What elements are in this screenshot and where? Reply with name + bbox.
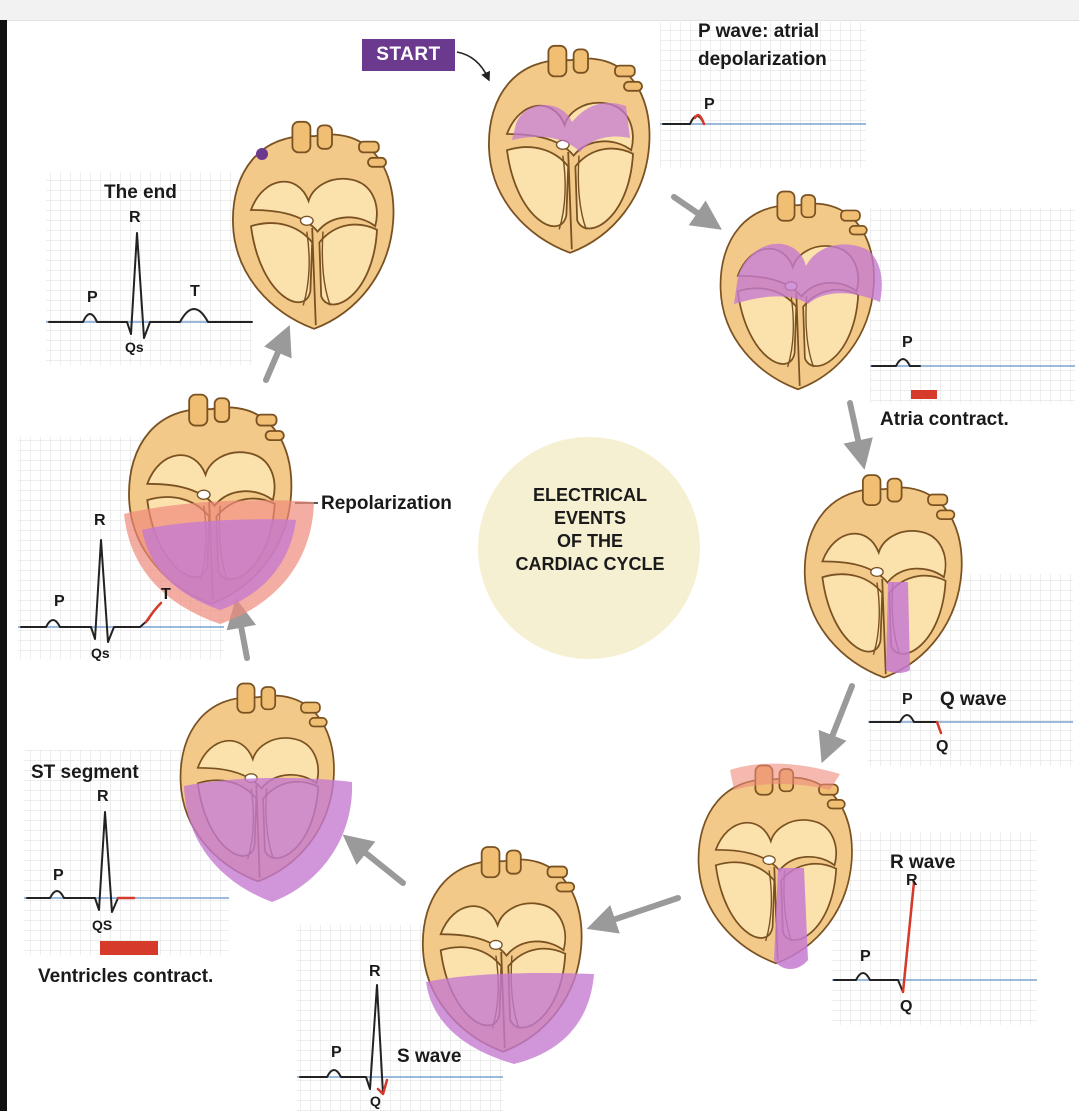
stage6-r-label: R [97, 788, 109, 805]
center-title-line4: CARDIAC CYCLE [515, 554, 665, 574]
heart-stage-3 [803, 474, 963, 679]
stage4-p-label: P [860, 948, 871, 965]
heart-stage-8 [232, 120, 395, 330]
stage8-r-label: R [129, 209, 141, 226]
left-edge [0, 20, 7, 1111]
stage5-p-label: P [331, 1044, 342, 1061]
heart-stage-7 [124, 393, 314, 624]
stage1-caption-line2: depolarization [698, 49, 827, 70]
heart-stage-1 [488, 44, 651, 254]
stage8-t-label: T [190, 283, 200, 300]
center-title-line3: OF THE [557, 531, 623, 551]
stage7-qs-label: Qs [91, 645, 110, 661]
stage6-qs-label: QS [92, 917, 113, 933]
center-disc [478, 437, 700, 659]
stage4-q-label: Q [900, 998, 913, 1015]
stage3-caption: Q wave [940, 689, 1007, 710]
repolarization-label: Repolarization [321, 493, 452, 514]
stage7-p-label: P [54, 593, 65, 610]
ecg-grid-1 [660, 22, 866, 168]
stage7-t-label: T [161, 586, 171, 603]
stage5-r-label: R [369, 963, 381, 980]
stage4-r-label: R [906, 872, 918, 889]
ecg-grid-2 [870, 208, 1075, 403]
stage4-caption: R wave [890, 852, 956, 873]
top-bar [0, 0, 1079, 21]
heart-stage-2 [719, 190, 882, 391]
ventricles-contract-bar [100, 941, 158, 955]
start-label: START [362, 39, 455, 71]
stage8-qs-label: Qs [125, 339, 144, 355]
stage5-q-label: Q [370, 1093, 381, 1109]
ecg-grid-4 [832, 832, 1037, 1025]
center-title-line1: ELECTRICAL [533, 485, 647, 505]
heart-stage-4 [697, 763, 853, 969]
stage8-caption: The end [104, 182, 177, 203]
heart-stage-6 [179, 682, 353, 902]
ecg-grid-8 [46, 172, 252, 365]
stage2-caption: Atria contract. [880, 409, 1009, 430]
stage3-p-label: P [902, 691, 913, 708]
stage6-caption-bottom: Ventricles contract. [38, 966, 214, 987]
center-title: ELECTRICAL EVENTS OF THE CARDIAC CYCLE [480, 484, 700, 576]
stage2-p-label: P [902, 334, 913, 351]
heart-stage-5 [421, 846, 594, 1064]
stage8-p-label: P [87, 289, 98, 306]
stage7-r-label: R [94, 512, 106, 529]
stage1-caption-line1: P wave: atrial [698, 21, 820, 42]
stage6-caption-top: ST segment [31, 762, 139, 783]
center-title-line2: EVENTS [553, 508, 627, 528]
atria-contract-bar [911, 390, 937, 399]
stage6-p-label: P [53, 867, 64, 884]
stage5-caption: S wave [397, 1046, 462, 1067]
stage3-q-label: Q [936, 738, 949, 755]
stage1-p-label: P [704, 96, 715, 113]
